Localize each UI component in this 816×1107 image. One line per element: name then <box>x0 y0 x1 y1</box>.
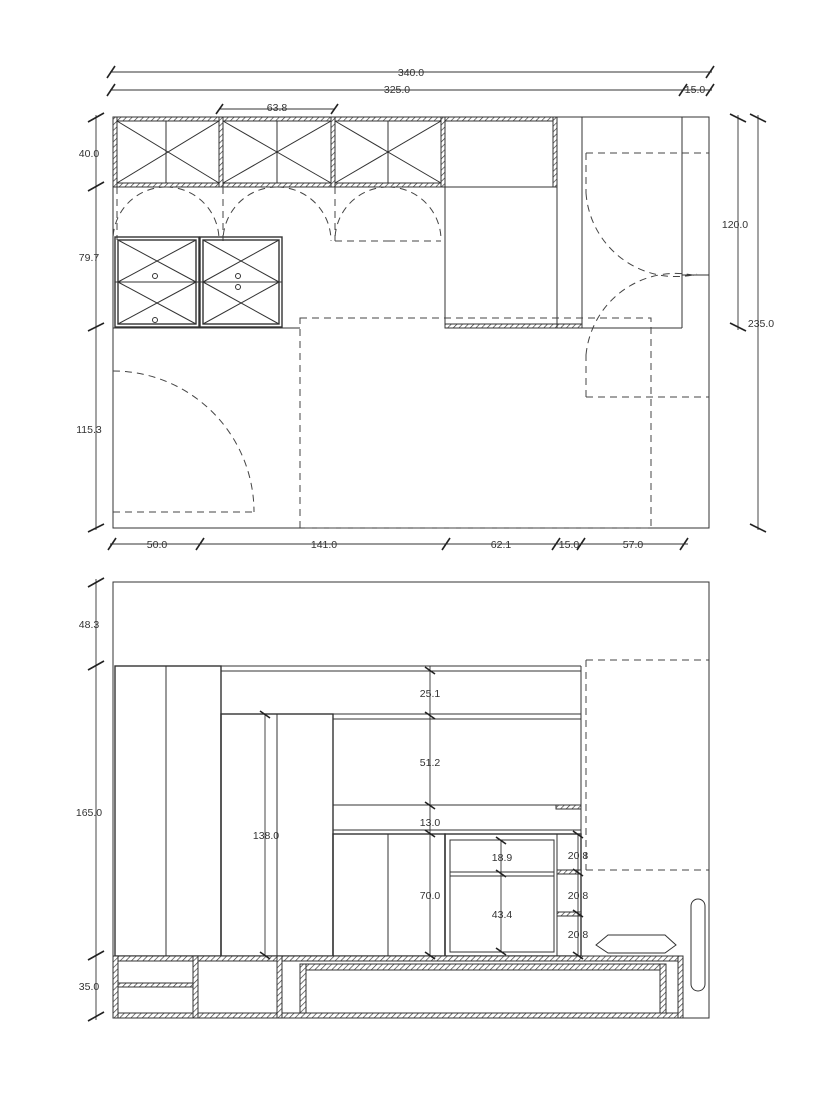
floor-plan: 340.0 325.0 15.0 63.8 40.0 79.7 115.3 12… <box>76 65 774 551</box>
dim-c: 62.1 <box>491 539 512 551</box>
dim-upper: 40.0 <box>79 148 100 160</box>
dim-lower: 115.3 <box>76 424 102 436</box>
room-door-swing <box>112 370 255 513</box>
dim-middle-shelf: 51.2 <box>420 757 441 769</box>
dim-drawer-bottom: 43.4 <box>492 909 513 921</box>
dim-drawer-top: 18.9 <box>492 852 513 864</box>
dim-middle: 79.7 <box>79 252 100 264</box>
dim-side-shelf-1: 20.8 <box>568 850 589 862</box>
bed-base <box>112 955 684 1019</box>
dim-bottom: 35.0 <box>79 981 100 993</box>
dim-middle-height: 165.0 <box>76 807 102 819</box>
dim-top: 48.3 <box>79 619 100 631</box>
elevation-dims-inner: 138.0 25.1 51.2 13.0 70.0 18.9 43.4 20.8… <box>253 666 589 960</box>
dim-top-shelf: 25.1 <box>420 688 441 700</box>
dim-inner-width: 325.0 <box>384 84 410 96</box>
door-handle <box>690 898 706 992</box>
entry-door-swing <box>585 152 709 398</box>
elevation: 48.3 165.0 35.0 138.0 25.1 51.2 13.0 70.… <box>76 577 710 1022</box>
plan-dims-top: 340.0 325.0 15.0 63.8 <box>106 65 715 115</box>
pillow <box>595 934 677 954</box>
bed-outline <box>299 317 652 529</box>
plan-dims-right: 120.0 235.0 <box>722 113 774 533</box>
dim-tall-cabinet: 138.0 <box>253 830 279 842</box>
dim-thin-shelf: 13.0 <box>420 817 441 829</box>
plan-dims-bottom: 50.0 141.0 62.1 15.0 57.0 <box>107 537 689 551</box>
cabinet-door-swings <box>112 186 442 242</box>
dim-lower-cabinet: 70.0 <box>420 890 441 902</box>
plan-dims-left: 40.0 79.7 115.3 <box>76 112 105 533</box>
dim-side-shelf-2: 20.8 <box>568 890 589 902</box>
dim-right-offset: 15.0 <box>685 84 706 96</box>
dim-side-shelf-3: 20.8 <box>568 929 589 941</box>
dim-b: 141.0 <box>311 539 337 551</box>
low-cabinets <box>114 236 283 328</box>
dim-door: 120.0 <box>722 219 748 231</box>
dim-d: 15.0 <box>559 539 580 551</box>
dim-total-width: 340.0 <box>398 67 424 79</box>
dim-cabinet-width: 63.8 <box>267 102 288 114</box>
dim-e: 57.0 <box>623 539 644 551</box>
dim-total-depth: 235.0 <box>748 318 774 330</box>
doorway-outline <box>585 659 709 871</box>
elevation-dims-left: 48.3 165.0 35.0 <box>76 577 105 1022</box>
dim-a: 50.0 <box>147 539 168 551</box>
upper-cabinets <box>112 116 583 329</box>
